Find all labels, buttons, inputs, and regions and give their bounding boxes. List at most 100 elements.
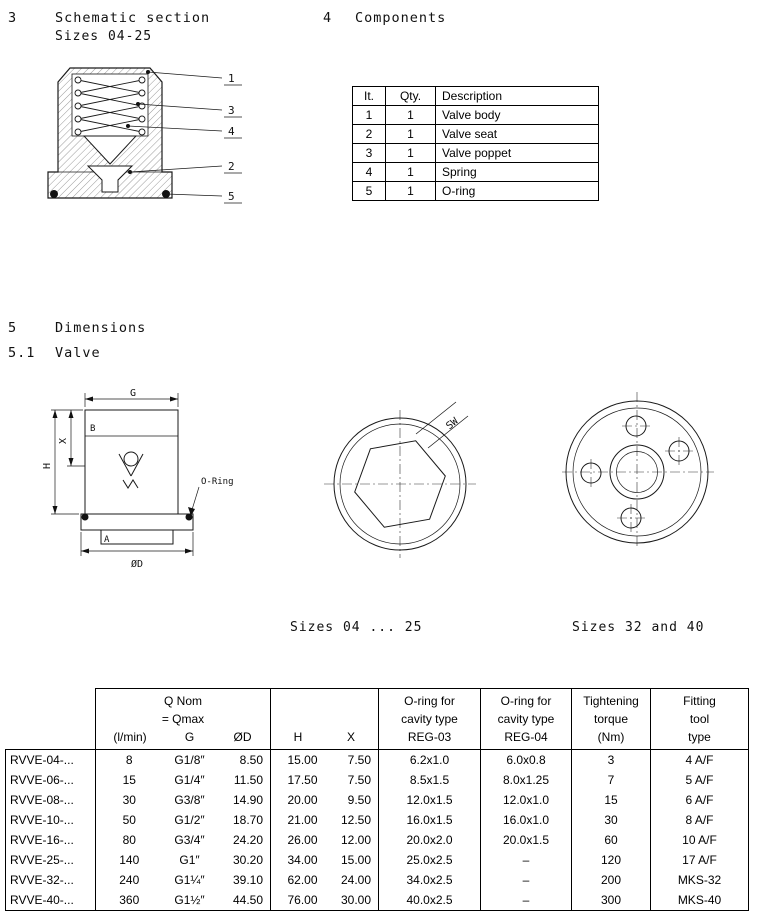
item-number: 5 — [352, 181, 386, 201]
section-5-1-title: Valve — [55, 345, 101, 361]
dim-reg04: – — [480, 870, 572, 890]
label-g: G — [130, 388, 136, 399]
dim-tool: MKS-40 — [650, 890, 749, 911]
dimension-lines — [51, 393, 200, 556]
valve-outline — [80, 409, 194, 545]
check-valve-symbol — [118, 451, 144, 489]
dim-tool: 17 A/F — [650, 850, 749, 870]
callout-4: 4 — [228, 125, 235, 138]
header-lmin: (l/min) — [113, 730, 147, 744]
section-3-heading: 3 Schematic section — [8, 10, 210, 26]
label-od: ØD — [131, 558, 143, 570]
flange-top-view-drawing — [562, 392, 714, 549]
label-o-ring: O-Ring — [201, 477, 234, 487]
dim-od: 24.20 — [232, 833, 263, 847]
dim-reg03: 25.0x2.5 — [378, 850, 481, 870]
dim-reg03: 12.0x1.5 — [378, 790, 481, 810]
hex-top-view-drawing: SW — [324, 401, 476, 558]
dim-q: 80 — [95, 830, 163, 850]
col-header-torque: Tightening torque (Nm) — [571, 688, 651, 750]
dim-model: RVVE-25-... — [5, 850, 96, 870]
dim-model: RVVE-04-... — [5, 749, 96, 770]
dim-g: G1/8″ — [174, 753, 205, 767]
dim-model: RVVE-06-... — [5, 770, 96, 790]
callout-2: 2 — [228, 160, 235, 173]
dim-od: 39.10 — [232, 873, 263, 887]
dim-reg04: 6.0x0.8 — [480, 749, 572, 770]
caption-sizes-04-25: Sizes 04 ... 25 — [290, 620, 423, 635]
header-od: ØD — [233, 730, 252, 744]
col-header-reg03: O-ring for cavity type REG-03 — [378, 688, 481, 750]
dim-reg04: 12.0x1.0 — [480, 790, 572, 810]
dim-model: RVVE-16-... — [5, 830, 96, 850]
quantity: 1 — [385, 181, 436, 201]
dim-torque: 300 — [571, 890, 651, 911]
header-h: H — [293, 730, 303, 744]
dim-q: 15 — [95, 770, 163, 790]
dim-x: 7.50 — [347, 773, 371, 787]
dim-q: 140 — [95, 850, 163, 870]
label-a: A — [104, 535, 110, 545]
dim-reg04: 8.0x1.25 — [480, 770, 572, 790]
callout-leaders — [126, 70, 242, 204]
dim-model: RVVE-08-... — [5, 790, 96, 810]
dim-reg04: 20.0x1.5 — [480, 830, 572, 850]
dim-tool: MKS-32 — [650, 870, 749, 890]
col-header-description: Description — [435, 86, 599, 106]
dim-od: 30.20 — [232, 853, 263, 867]
dim-reg04: – — [480, 890, 572, 911]
description: Valve poppet — [435, 143, 599, 163]
dim-model: RVVE-32-... — [5, 870, 96, 890]
dim-reg03: 20.0x2.0 — [378, 830, 481, 850]
dim-reg03: 16.0x1.5 — [378, 810, 481, 830]
dim-torque: 200 — [571, 870, 651, 890]
o-ring-dots — [81, 513, 193, 521]
valve-seat-section — [86, 165, 134, 193]
dim-reg03: 6.2x1.0 — [378, 749, 481, 770]
dim-q: 30 — [95, 790, 163, 810]
dim-reg04: 16.0x1.0 — [480, 810, 572, 830]
header-g: G — [184, 730, 195, 744]
dim-reg03: 40.0x2.5 — [378, 890, 481, 911]
hexagon — [354, 440, 446, 528]
dim-x: 30.00 — [324, 890, 379, 911]
label-x: X — [58, 438, 69, 444]
dim-x: 12.50 — [340, 813, 371, 827]
col-header-item: It. — [352, 86, 386, 106]
callout-1: 1 — [228, 72, 235, 85]
dim-h: 20.00 — [270, 790, 325, 810]
callout-numbers: 1 3 4 2 5 — [228, 72, 235, 203]
dim-reg03: 8.5x1.5 — [378, 770, 481, 790]
dimension-labels: G B X H O-Ring A ØD — [42, 388, 234, 570]
dim-reg03: 34.0x2.5 — [378, 870, 481, 890]
col-header-model — [5, 688, 96, 750]
col-header-fitting-tool: Fitting tool type — [650, 688, 749, 750]
description: Valve seat — [435, 124, 599, 144]
section-4-heading: 4 Components — [323, 10, 446, 26]
dim-x: 24.00 — [340, 873, 371, 887]
dim-x: 15.00 — [340, 853, 371, 867]
dim-g: G1/4″ — [174, 773, 205, 787]
label-b: B — [90, 424, 95, 434]
dim-model: RVVE-40-... — [5, 890, 96, 911]
section-5-number: 5 — [8, 320, 18, 336]
description: Valve body — [435, 105, 599, 125]
section-5-heading: 5 Dimensions — [8, 320, 146, 336]
dim-h: 21.00 — [270, 810, 325, 830]
schematic-section-drawing: 1 3 4 2 5 — [47, 67, 242, 204]
dim-torque: 120 — [571, 850, 651, 870]
dim-tool: 6 A/F — [650, 790, 749, 810]
dim-torque: 3 — [571, 749, 651, 770]
dim-torque: 60 — [571, 830, 651, 850]
dim-h: 34.00 — [270, 850, 325, 870]
